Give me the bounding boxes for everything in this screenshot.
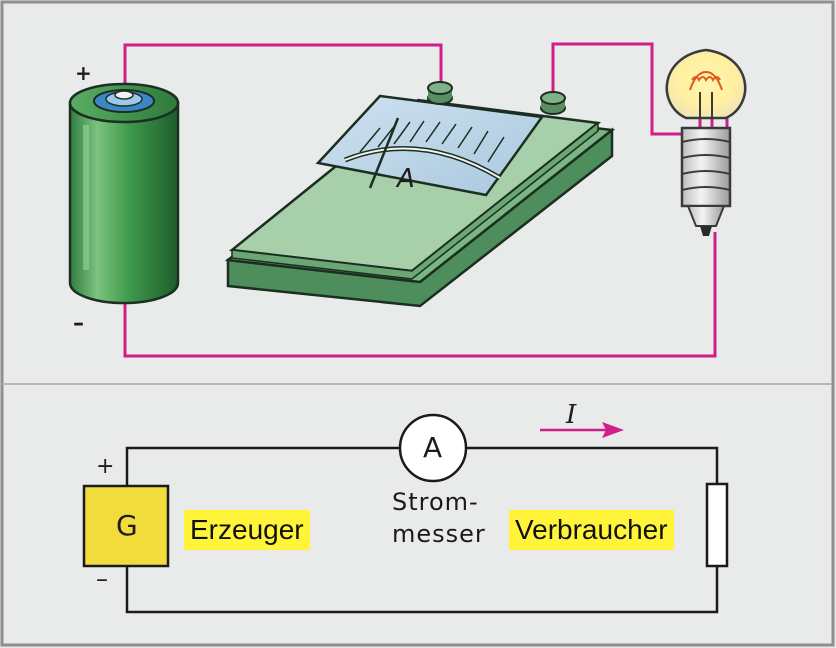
- current-symbol: I: [566, 400, 577, 430]
- battery: [68, 82, 180, 305]
- resistor-symbol: [705, 482, 729, 568]
- label-generator: Erzeuger: [184, 510, 310, 550]
- generator-plus-sign: +: [96, 454, 115, 479]
- battery-plus-sign: +: [75, 61, 92, 85]
- ammeter-symbol: A: [423, 431, 443, 464]
- current-arrow: [540, 422, 624, 438]
- label-consumer: Verbraucher: [509, 510, 674, 550]
- schematic-wires: [125, 446, 719, 614]
- label-meter-line1: Strom-: [392, 488, 479, 516]
- generator-minus-sign: –: [96, 565, 108, 593]
- ammeter-circle: [398, 413, 468, 483]
- light-bulb: [665, 48, 747, 236]
- battery-minus-sign: –: [73, 311, 84, 336]
- generator-symbol: G: [116, 509, 138, 542]
- ammeter-instrument: [224, 81, 616, 308]
- meter-scale-letter: A: [397, 164, 415, 194]
- label-meter-line2: messer: [392, 520, 486, 548]
- generator-box: [82, 484, 170, 568]
